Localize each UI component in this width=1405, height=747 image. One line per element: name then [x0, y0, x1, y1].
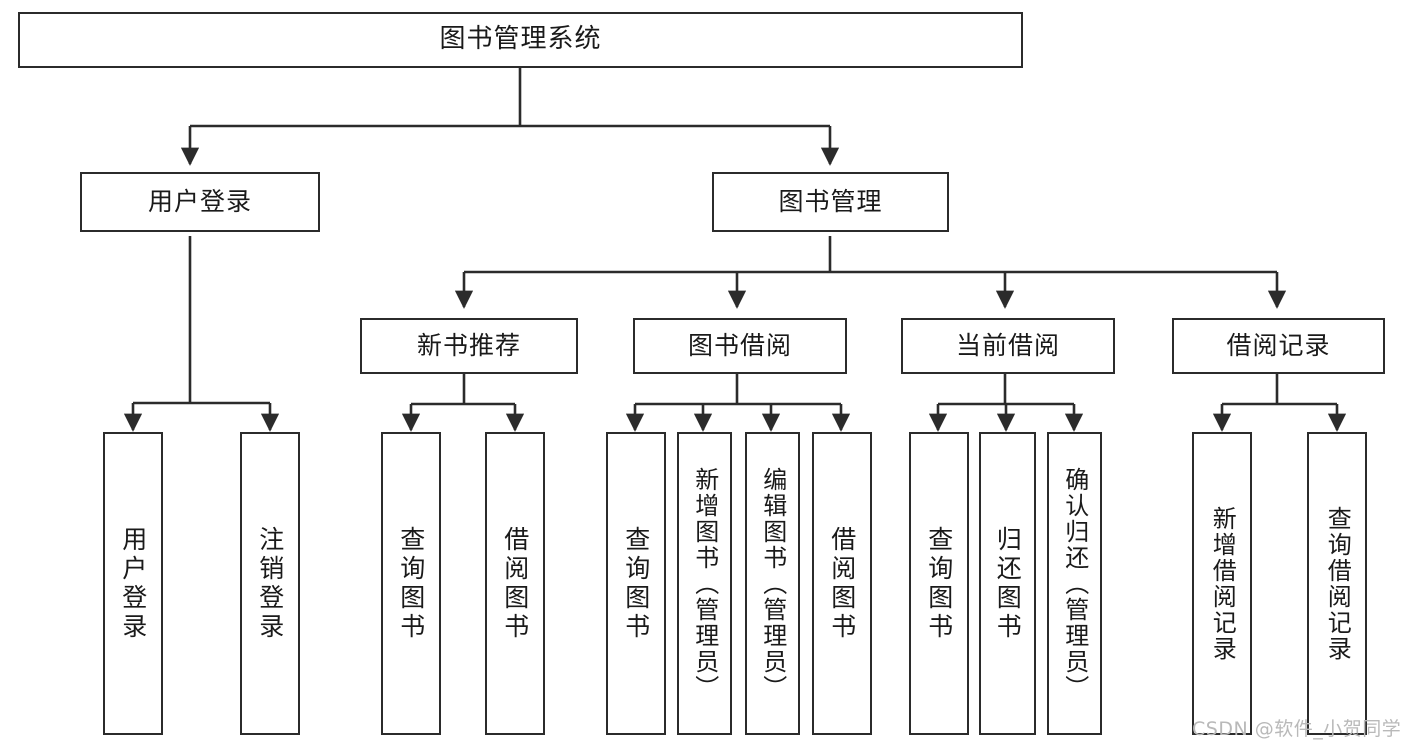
node-leaf-query-borrow-record-label: 查询借阅记录: [1323, 505, 1352, 662]
node-leaf-query-book-borrow[interactable]: 查询图书: [606, 432, 666, 735]
node-leaf-return-book-label: 归还图书: [993, 525, 1023, 642]
node-leaf-borrow-book-label: 借阅图书: [827, 525, 857, 642]
node-leaf-query-book-current[interactable]: 查询图书: [909, 432, 969, 735]
node-leaf-query-book-rec[interactable]: 查询图书: [381, 432, 441, 735]
node-leaf-add-book[interactable]: 新增图书（管理员）: [677, 432, 732, 735]
node-new-book-recommend[interactable]: 新书推荐: [360, 318, 578, 374]
node-leaf-borrow-book-rec[interactable]: 借阅图书: [485, 432, 545, 735]
node-leaf-add-book-label: 新增图书（管理员）: [690, 466, 719, 701]
node-book-manage-label: 图书管理: [778, 187, 883, 216]
node-leaf-user-login[interactable]: 用户登录: [103, 432, 163, 735]
node-leaf-add-borrow-record[interactable]: 新增借阅记录: [1192, 432, 1252, 735]
node-leaf-confirm-return-label: 确认归还（管理员）: [1060, 466, 1089, 701]
node-leaf-logout[interactable]: 注销登录: [240, 432, 300, 735]
node-leaf-query-book-current-label: 查询图书: [924, 525, 954, 642]
node-leaf-borrow-book[interactable]: 借阅图书: [812, 432, 872, 735]
node-leaf-return-book[interactable]: 归还图书: [979, 432, 1036, 735]
node-borrow-record[interactable]: 借阅记录: [1172, 318, 1385, 374]
node-leaf-edit-book-label: 编辑图书（管理员）: [758, 466, 787, 701]
node-user-login-label: 用户登录: [147, 187, 252, 216]
node-new-book-recommend-label: 新书推荐: [416, 331, 521, 360]
node-leaf-add-borrow-record-label: 新增借阅记录: [1208, 505, 1237, 662]
node-root-system[interactable]: 图书管理系统: [18, 12, 1023, 68]
node-leaf-edit-book[interactable]: 编辑图书（管理员）: [745, 432, 800, 735]
csdn-watermark: CSDN @软件_小贺同学: [1192, 718, 1402, 740]
node-borrow-record-label: 借阅记录: [1226, 331, 1331, 360]
node-current-borrow-label: 当前借阅: [955, 331, 1060, 360]
node-leaf-query-book-rec-label: 查询图书: [396, 525, 426, 642]
node-book-borrow[interactable]: 图书借阅: [633, 318, 847, 374]
node-leaf-user-login-label: 用户登录: [118, 525, 148, 642]
node-leaf-borrow-book-rec-label: 借阅图书: [500, 525, 530, 642]
node-leaf-query-book-borrow-label: 查询图书: [621, 525, 651, 642]
node-root-label: 图书管理系统: [439, 24, 602, 55]
node-book-manage[interactable]: 图书管理: [712, 172, 949, 232]
node-book-borrow-label: 图书借阅: [687, 331, 792, 360]
node-leaf-query-borrow-record[interactable]: 查询借阅记录: [1307, 432, 1367, 735]
node-leaf-confirm-return[interactable]: 确认归还（管理员）: [1047, 432, 1102, 735]
node-current-borrow[interactable]: 当前借阅: [901, 318, 1115, 374]
node-user-login[interactable]: 用户登录: [80, 172, 320, 232]
node-leaf-logout-label: 注销登录: [255, 525, 285, 642]
